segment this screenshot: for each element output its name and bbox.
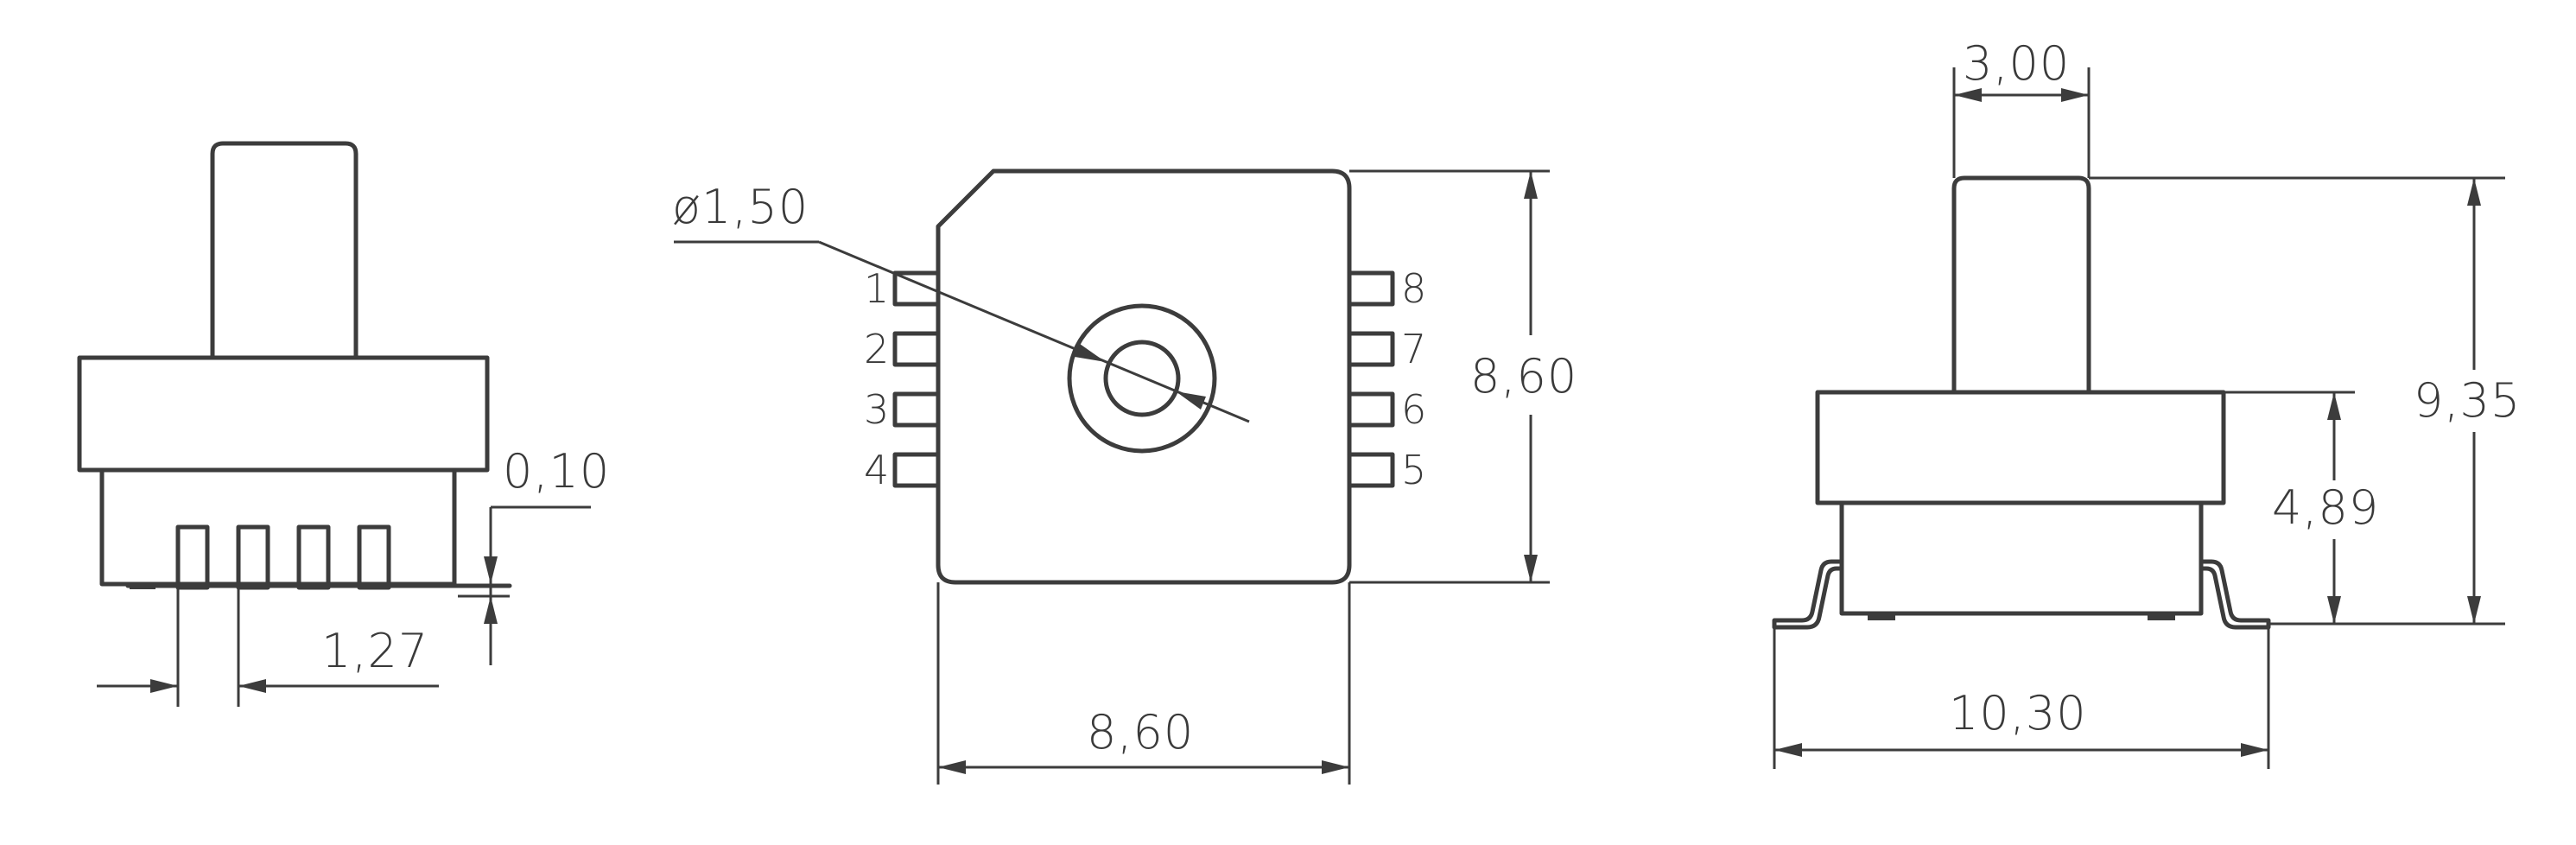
left-pin-2 [236, 524, 270, 590]
right-lead-right [2198, 559, 2271, 630]
left-port-tube [210, 141, 358, 360]
dim-top-width-label: 8,60 [1087, 705, 1194, 759]
dim-935-label: 9,35 [2414, 373, 2521, 428]
pin-label-5: 5 [1401, 447, 1426, 493]
dim-489-arrow-top [2327, 392, 2341, 420]
dim-010-arrow-down [484, 556, 498, 584]
pin-label-2: 2 [864, 326, 889, 372]
top-pin-5 [1347, 452, 1395, 488]
dia-arrow-b [1176, 391, 1206, 410]
side-view-right: 3,00 9,35 4,89 10,30 [1772, 36, 2521, 769]
dim-top-height-label: 8,60 [1470, 349, 1577, 403]
right-lead-left [1772, 559, 1844, 630]
dim-top-width-arrow-left [938, 760, 966, 774]
port-inner-circle [1103, 340, 1181, 417]
dim-935-arrow-top [2467, 178, 2481, 206]
dia-leader-d [818, 240, 1250, 423]
top-pin-6 [1347, 391, 1395, 428]
left-pin-3 [296, 524, 331, 590]
right-pad-a [1868, 613, 1895, 620]
right-upper-body [1815, 390, 2226, 505]
dim-1030-label: 10,30 [1949, 686, 2087, 740]
right-port-tube [1951, 175, 2091, 395]
left-upper-body [77, 355, 490, 473]
pin-label-3: 3 [864, 386, 889, 433]
top-pin-3 [892, 391, 941, 428]
dim-top-height-arrow-top [1524, 171, 1538, 199]
dia-label: ø1,50 [672, 180, 809, 234]
dim-489-label: 4,89 [2272, 480, 2379, 535]
pin-label-7: 7 [1401, 326, 1426, 372]
top-pin-7 [1347, 331, 1395, 367]
dim-127-arrow-b [238, 679, 266, 693]
dim-300-label: 3,00 [1963, 36, 2070, 91]
dim-top-height-arrow-bot [1524, 555, 1538, 582]
dim-127-arrow-a [150, 679, 178, 693]
pin-label-4: 4 [864, 447, 889, 493]
port-outer-circle [1067, 303, 1217, 454]
dim-300-arrow-right [2061, 88, 2089, 102]
left-pin-1 [175, 524, 210, 590]
dim-1030-arrow-right [2241, 743, 2268, 757]
dim-010-label: 0,10 [503, 444, 610, 499]
dim-489-arrow-bot [2327, 596, 2341, 624]
pin-label-8: 8 [1401, 265, 1426, 312]
left-pad [130, 582, 155, 589]
top-view: ø1,50 1 2 3 4 8 7 6 5 8,60 8,60 [672, 168, 1577, 785]
side-view-left: 0,10 1,27 [77, 141, 610, 707]
dim-010-arrow-up [484, 596, 498, 624]
pin-label-1: 1 [864, 265, 889, 312]
pin-label-6: 6 [1401, 386, 1426, 433]
dia-arrow-a [1075, 344, 1106, 362]
dim-top-width-arrow-right [1322, 760, 1349, 774]
top-body [936, 168, 1352, 585]
top-pin-2 [892, 331, 941, 367]
left-lower-body [99, 467, 457, 587]
dim-127-label: 1,27 [321, 624, 428, 678]
left-pin-4 [357, 524, 391, 590]
right-pad-b [2148, 613, 2175, 620]
top-pin-1 [892, 270, 941, 307]
dim-1030-arrow-left [1774, 743, 1802, 757]
dim-935-arrow-bot [2467, 596, 2481, 624]
top-pin-8 [1347, 270, 1395, 307]
dim-300-arrow-left [1954, 88, 1982, 102]
right-lower-body [1839, 500, 2204, 616]
top-pin-4 [892, 452, 941, 488]
